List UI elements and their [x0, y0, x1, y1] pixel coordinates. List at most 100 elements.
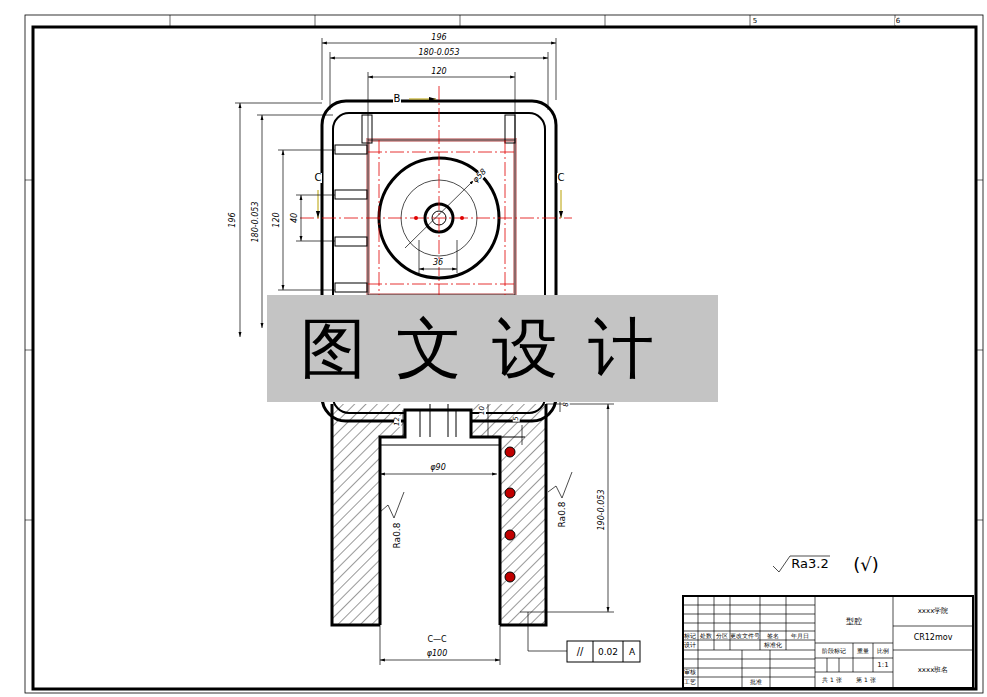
- drawing-stroke: [608, 404, 609, 612]
- title-cell: 标记: [683, 633, 697, 639]
- drawing-stroke: [546, 404, 614, 405]
- drawing-stroke: [893, 626, 973, 627]
- drawing-stroke: [593, 641, 594, 662]
- drawing-stroke: [368, 152, 515, 153]
- drawing-stroke: [419, 269, 457, 270]
- drawing-stroke: [257, 115, 333, 116]
- part-name: 型腔: [845, 618, 863, 626]
- datum-letter: A: [628, 648, 636, 657]
- title-cell: 处数: [699, 633, 713, 639]
- dimension: φ100: [426, 650, 449, 658]
- drawing-stroke: [460, 15, 461, 27]
- title-cell: 标准化: [763, 642, 783, 648]
- drawing-stroke: [300, 86, 572, 300]
- drawing-stroke: [683, 614, 815, 615]
- drawing-stroke: [548, 52, 549, 110]
- drawing-stroke: [815, 643, 893, 644]
- drawing-stroke: [623, 641, 624, 662]
- drawing-stroke: [839, 658, 840, 672]
- drawing-stroke: [296, 241, 335, 242]
- drawing-stroke: [25, 350, 33, 351]
- drawing-stroke: [235, 38, 830, 665]
- dimension: 12: [393, 416, 400, 427]
- drawing-stroke: [683, 650, 815, 651]
- drawing-stroke: [505, 530, 515, 540]
- drawing-stroke: [335, 145, 367, 154]
- title-cell: 1:1: [876, 662, 889, 669]
- drawing-stroke: [460, 216, 464, 220]
- drawing-stroke: [267, 295, 718, 402]
- drawing-stroke: [335, 115, 515, 292]
- drawing-stroke: [520, 612, 614, 613]
- drawing-stroke: [770, 650, 771, 688]
- drawing-stroke: [403, 410, 404, 437]
- drawing-stroke: [760, 596, 761, 650]
- title-cell: 重量: [856, 648, 870, 654]
- dimension: 120: [273, 211, 281, 228]
- drawing-stroke: [893, 650, 973, 651]
- drawing-stroke: [548, 472, 572, 498]
- drawing-stroke: [405, 180, 474, 248]
- drawing-stroke: [505, 115, 515, 143]
- title-cell: 第 1 张: [855, 677, 877, 683]
- section-title: C—C: [426, 636, 447, 644]
- drawing-stroke: [786, 596, 787, 650]
- drawing-stroke: [528, 612, 567, 651]
- drawing-stroke: [301, 195, 302, 241]
- drawing-stroke: [368, 72, 369, 140]
- drawing-stroke: [335, 237, 367, 246]
- drawing-stroke: [322, 38, 323, 100]
- drawing-stroke: [556, 38, 557, 100]
- dimension: 8: [563, 401, 570, 407]
- drawing-stroke: [561, 190, 562, 218]
- dimension: 180-0.053: [252, 200, 260, 243]
- drawing-stroke: [815, 596, 816, 688]
- drawing-stroke: [379, 140, 380, 295]
- title-cell: 年月日: [790, 633, 810, 639]
- drawing-stroke: [262, 115, 263, 328]
- drawing-stroke: [515, 72, 516, 140]
- drawing-stroke: [976, 520, 983, 521]
- material: CR12mov: [913, 634, 954, 642]
- drawing-stroke: [420, 410, 421, 437]
- drawing-stroke: [25, 520, 33, 521]
- drawing-stroke: [773, 556, 830, 572]
- class-name: xxxx班名: [917, 667, 950, 674]
- dimension: 120: [430, 68, 447, 76]
- drawing-stroke: [505, 140, 506, 295]
- drawing-stroke: [368, 284, 515, 285]
- dimension: 40: [291, 212, 299, 224]
- drawing-stroke: [698, 596, 699, 688]
- dimension: 5: [513, 415, 520, 421]
- roughness-note: (√): [852, 556, 880, 574]
- drawing-stroke: [683, 596, 973, 688]
- dimension: φ90: [429, 464, 446, 472]
- drawing-stroke: [332, 404, 546, 625]
- title-cell: 工艺: [683, 679, 697, 685]
- drawing-stroke: [419, 240, 420, 273]
- drawing-stroke: [683, 605, 815, 606]
- title-cell: 设计: [683, 642, 697, 648]
- drawing-stroke: [380, 474, 497, 475]
- drawing-stroke: [296, 195, 335, 196]
- drawing-stroke: [505, 488, 515, 498]
- drawing-stroke: [368, 140, 515, 295]
- drawing-stroke: [505, 447, 515, 582]
- section-mark: C: [314, 173, 323, 183]
- title-cell: 批准: [749, 679, 763, 685]
- drawing-stroke: [25, 15, 983, 693]
- dimension: 180-0.053: [417, 49, 460, 57]
- drawing-stroke: [380, 410, 500, 625]
- drawing-stroke: [380, 625, 381, 665]
- drawing-stroke: [683, 677, 815, 678]
- drawing-stroke: [33, 27, 976, 689]
- roughness: Ra3.2: [790, 557, 829, 570]
- drawing-stroke: [683, 640, 815, 641]
- drawing-stroke: [278, 150, 335, 151]
- section-mark: C: [557, 173, 566, 183]
- drawing-stroke: [318, 99, 561, 218]
- drawing-stroke: [976, 180, 983, 181]
- school-name: xxxx学院: [917, 608, 950, 615]
- drawing-stroke: [318, 190, 319, 218]
